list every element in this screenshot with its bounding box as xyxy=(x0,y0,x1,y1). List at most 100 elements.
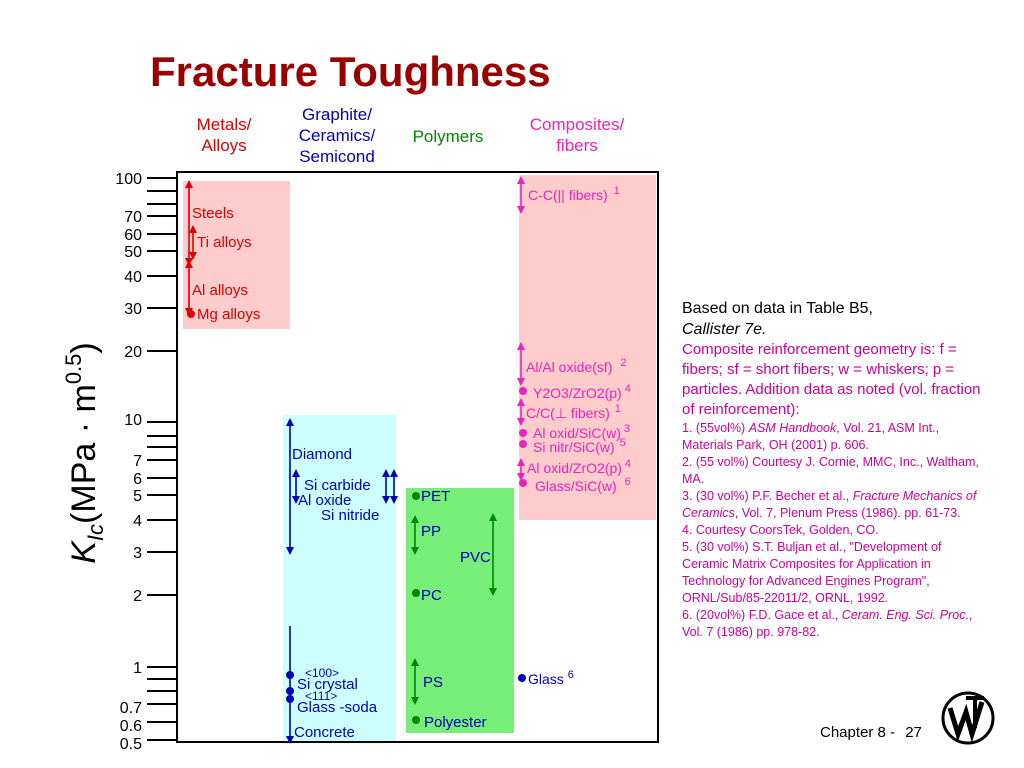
category-label-line: Graphite/ xyxy=(302,105,372,124)
si-nitride-label: Si nitride xyxy=(321,507,379,524)
si-crystal-100-point xyxy=(286,671,294,679)
y-tick-label: 2 xyxy=(133,588,142,605)
pvc-label: PVC xyxy=(460,549,491,566)
al-al-oxide-label: Al/Al oxide(sf)2 xyxy=(526,357,626,375)
notes-geometry: Composite reinforcement geometry is: f =… xyxy=(682,341,981,418)
orientation-100-label: <100> xyxy=(305,666,339,680)
pet-label: PET xyxy=(421,488,450,505)
y-tick-label: 50 xyxy=(124,244,142,261)
c-c-parallel-text: C-C(|| fibers) xyxy=(528,187,608,203)
reference-text: 2. (55 vol%) Courtesy J. Cornie, MMC, In… xyxy=(682,455,979,486)
y-tick-label: 4 xyxy=(133,513,142,530)
footer-chapter: Chapter 8 - 27 xyxy=(820,724,922,741)
polymers-series: PET PP PVC PC PS Polyester xyxy=(411,488,497,731)
notes-source-line: Based on data in Table B5, xyxy=(682,300,873,317)
al-al-oxide-text: Al/Al oxide(sf) xyxy=(526,359,612,375)
c-c-perpendicular-text: C/C(⊥ fibers) xyxy=(526,405,610,421)
ref-superscript: 6 xyxy=(568,669,574,681)
concrete-label: Concrete xyxy=(294,724,355,741)
steels-label: Steels xyxy=(192,205,234,222)
glass-soda-point xyxy=(286,695,294,703)
y-axis-ticks xyxy=(147,177,177,741)
reference-item: 3. (30 vol%) P.F. Becher et al., Fractur… xyxy=(682,488,988,522)
y-tick-label: 1 xyxy=(133,660,142,677)
category-label-line: fibers xyxy=(556,136,598,155)
reference-item: 1. (55vol%) ASM Handbook, Vol. 21, ASM I… xyxy=(682,420,988,454)
reference-text: , Vol. 7, Plenum Press (1986). pp. 61-73… xyxy=(734,506,961,520)
composites-series: C-C(|| fibers) 1 Al/Al oxide(sf)2 Y2O3/Zr… xyxy=(517,176,631,687)
category-label-polymers: Polymers xyxy=(398,126,498,147)
diamond-label: Diamond xyxy=(292,446,352,463)
glass-composite-text: Glass xyxy=(528,671,564,687)
al-oxid-sic-text: Al oxid/SiC(w) xyxy=(533,425,621,441)
notes-intro: Based on data in Table B5, Callister 7e. xyxy=(682,298,988,340)
glass-soda-label: Glass -soda xyxy=(297,699,378,716)
footer-chapter-label: Chapter 8 - xyxy=(820,724,896,741)
glass-composite-label: Glass 6 xyxy=(528,669,574,687)
ref-superscript: 1 xyxy=(615,403,621,415)
y2o3-zro2-label: Y2O3/ZrO2(p)4 xyxy=(533,383,631,401)
reference-list: 1. (55vol%) ASM Handbook, Vol. 21, ASM I… xyxy=(682,420,988,641)
glass-sic-text: Glass/SiC(w) xyxy=(535,478,617,494)
category-label-line: Semicond xyxy=(299,147,375,166)
y-tick-label: 0.5 xyxy=(120,736,142,753)
polyester-point xyxy=(412,716,420,724)
y-axis-title-units: (MPa · m xyxy=(65,384,103,524)
al-oxide-label: Al oxide xyxy=(298,492,351,509)
ref-superscript: 5 xyxy=(620,437,626,449)
y-axis-title-sup: 0.5 xyxy=(61,354,86,385)
y-tick-label: 60 xyxy=(124,227,142,244)
y-axis-title: KIc(MPa · m0.5) xyxy=(61,342,108,564)
c-c-parallel-label: C-C(|| fibers) 1 xyxy=(528,185,620,203)
ref-superscript: 1 xyxy=(614,185,620,197)
footer-page-number: 27 xyxy=(905,724,922,741)
y-tick-label: 100 xyxy=(115,171,142,188)
y-tick-label: 40 xyxy=(124,269,142,286)
pc-point xyxy=(412,589,420,597)
glass-composite-point xyxy=(518,674,526,682)
composites-range-bg xyxy=(519,175,656,520)
ps-label: PS xyxy=(423,674,443,691)
c-c-perpendicular-label: C/C(⊥ fibers) 1 xyxy=(526,403,621,421)
mg-alloys-label: Mg alloys xyxy=(197,306,260,323)
ref-superscript: 6 xyxy=(625,476,631,488)
al-oxid-zro2-text: Al oxid/ZrO2(p) xyxy=(527,460,622,476)
si-nitr-sic-text: Si nitr/SiC(w) xyxy=(533,439,615,455)
category-label-line: Alloys xyxy=(201,136,247,155)
category-label-composites: Composites/ fibers xyxy=(512,114,642,156)
orientation-111-label: <111> xyxy=(305,689,337,703)
al-oxid-sic-point xyxy=(519,429,527,437)
reference-emphasis: Fracture Mechanics of Ceramics xyxy=(682,489,977,520)
ti-alloys-label: Ti alloys xyxy=(197,234,251,251)
y-tick-label: 3 xyxy=(133,545,142,562)
pc-label: PC xyxy=(421,587,442,604)
reference-text: 5. (30 vol%) S.T. Buljan et al., "Develo… xyxy=(682,540,942,605)
mg-alloys-point xyxy=(187,310,195,318)
ref-superscript: 4 xyxy=(625,383,631,395)
pet-point xyxy=(412,492,420,500)
si-crystal-label: Si crystal xyxy=(297,676,358,693)
polyester-label: Polyester xyxy=(424,714,487,731)
y-axis-title-sub: Ic xyxy=(83,524,108,541)
y-axis-title-close: ) xyxy=(65,342,103,353)
notes-panel: Based on data in Table B5, Callister 7e.… xyxy=(682,298,988,641)
y-tick-label: 7 xyxy=(133,453,142,470)
y-axis-title-k: K xyxy=(65,540,103,564)
publisher-logo-icon xyxy=(941,691,995,745)
reference-emphasis: Ceram. Eng. Sci. Proc. xyxy=(841,608,969,622)
si-nitr-sic-label: Si nitr/SiC(w) 5 xyxy=(533,437,626,455)
reference-text: , Vol. 7 (1986) pp. 978-82. xyxy=(682,608,973,639)
y2o3-zro2-point xyxy=(519,387,527,395)
reference-text: 3. (30 vol%) P.F. Becher et al., xyxy=(682,489,853,503)
pp-label: PP xyxy=(421,523,441,540)
ceramics-series: Diamond Si carbide Al oxide Si nitride <… xyxy=(286,418,398,744)
y-tick-label: 0.6 xyxy=(120,718,142,735)
si-crystal-111-point xyxy=(286,687,294,695)
glass-sic-point xyxy=(519,479,527,487)
ref-superscript: 4 xyxy=(625,458,631,470)
y-tick-label: 6 xyxy=(133,471,142,488)
y-tick-label: 0.7 xyxy=(120,700,142,717)
ceramics-range-bg xyxy=(283,415,396,742)
reference-emphasis: ASM Handbook xyxy=(748,421,837,435)
